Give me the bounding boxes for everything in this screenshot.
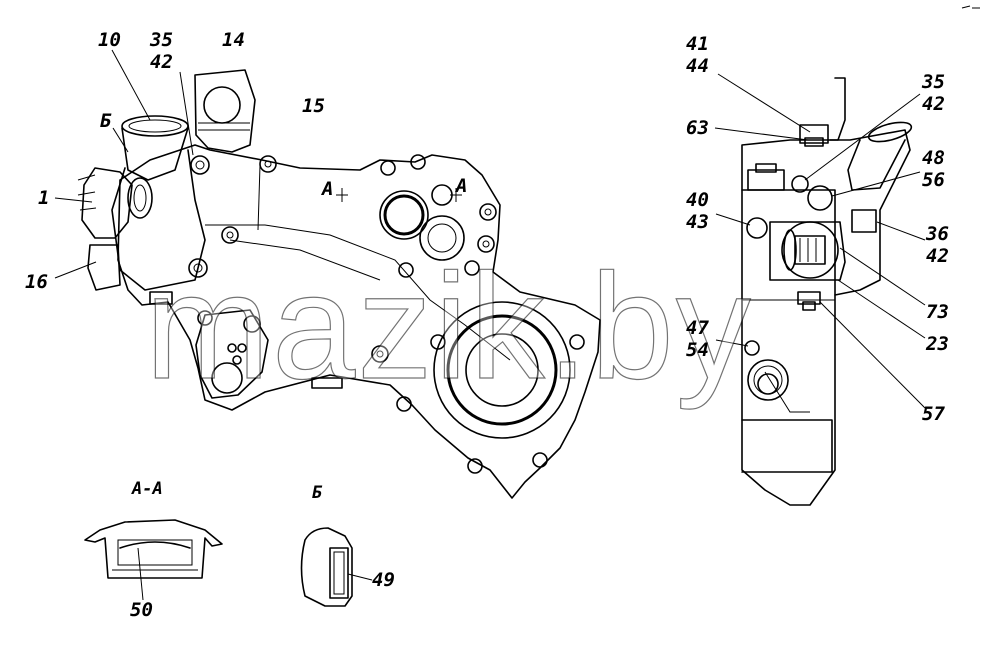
side-view	[741, 77, 913, 506]
section-titles: A-A Б	[131, 479, 323, 503]
watermark: mazik.by	[145, 242, 753, 410]
label-44: 44	[686, 55, 709, 77]
label-48: 48	[922, 147, 945, 169]
label-14: 14	[222, 29, 245, 51]
label-56: 56	[922, 169, 945, 191]
label-42-right: 42	[922, 93, 945, 115]
label-1: 1	[38, 187, 49, 209]
label-b-marker: Б	[100, 110, 112, 132]
front-cover-view	[77, 69, 601, 499]
section-title-b: Б	[312, 483, 323, 503]
section-a-a	[84, 519, 223, 579]
label-23: 23	[925, 333, 949, 355]
label-73: 73	[926, 301, 949, 323]
detail-b	[300, 527, 353, 607]
label-35-right: 35	[921, 71, 945, 93]
label-section-a-right: A	[454, 175, 467, 197]
label-15: 15	[302, 95, 325, 117]
label-42: 42	[150, 51, 173, 73]
section-title-a-a: A-A	[131, 479, 163, 499]
label-43: 43	[686, 211, 709, 233]
callout-labels: 10 35 42 14 15 Б 1 16 A A 41 44 63 35 42…	[25, 29, 949, 621]
label-36: 36	[925, 223, 949, 245]
label-40: 40	[686, 189, 709, 211]
leader-lines	[54, 49, 926, 601]
label-16: 16	[25, 271, 48, 293]
label-49: 49	[372, 569, 395, 591]
label-35: 35	[149, 29, 173, 51]
label-54: 54	[686, 339, 709, 361]
corner-mark	[961, 5, 980, 9]
label-10: 10	[98, 29, 121, 51]
label-57: 57	[922, 403, 945, 425]
label-50: 50	[130, 599, 153, 621]
label-63: 63	[686, 117, 709, 139]
label-section-a-left: A	[320, 178, 333, 200]
label-42-side: 42	[926, 245, 949, 267]
label-41: 41	[686, 33, 709, 55]
label-47: 47	[686, 317, 709, 339]
